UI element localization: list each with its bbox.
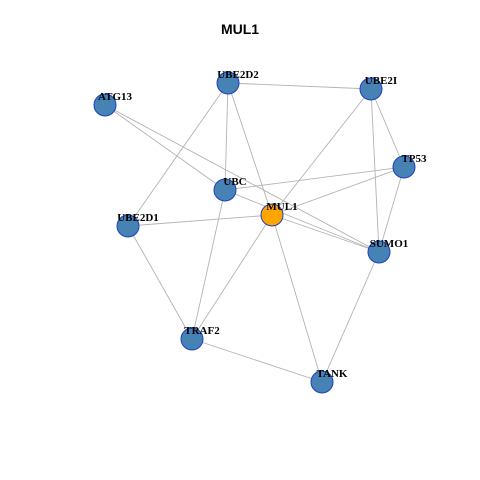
edge-tp53-mul1	[271, 166, 405, 216]
node-traf2	[180, 327, 204, 351]
edge-tp53-sumo1	[378, 166, 405, 253]
edge-ube2d2-ube2i	[227, 82, 372, 90]
edge-ube2d2-ube2d1	[127, 82, 229, 227]
node-label-traf2: TRAF2	[184, 325, 220, 337]
node-ube2d1	[116, 214, 140, 238]
node-ube2i	[359, 77, 383, 101]
edge-sumo1-tank	[321, 251, 380, 383]
node-ube2d2	[216, 71, 240, 95]
edge-ube2i-mul1	[271, 88, 372, 216]
edge-ubc-sumo1	[224, 189, 380, 253]
edge-mul1-traf2	[191, 214, 273, 340]
node-atg13	[93, 93, 117, 117]
node-label-tank: TANK	[317, 368, 348, 380]
node-label-tp53: TP53	[401, 153, 427, 165]
node-label-sumo1: SUMO1	[370, 238, 409, 250]
edge-atg13-sumo1	[104, 104, 380, 253]
node-tank	[310, 370, 334, 394]
node-ubc	[213, 178, 237, 202]
node-label-ube2d2: UBE2D2	[217, 69, 259, 81]
node-tp53	[392, 155, 416, 179]
node-label-atg13: ATG13	[98, 91, 133, 103]
edge-mul1-ube2d1	[127, 214, 273, 227]
edge-ube2i-tp53	[370, 88, 405, 168]
edge-ube2d2-ubc	[224, 82, 229, 191]
node-sumo1	[367, 240, 391, 264]
page-title: MUL1	[220, 21, 260, 37]
edge-ubc-traf2	[191, 189, 226, 340]
node-label-ube2i: UBE2I	[365, 75, 397, 87]
edge-traf2-tank	[191, 338, 323, 383]
edge-mul1-tank	[271, 214, 323, 383]
node-label-ube2d1: UBE2D1	[117, 212, 159, 224]
node-mul1	[260, 203, 284, 227]
edge-ube2d1-traf2	[127, 225, 193, 340]
node-label-ubc: UBC	[223, 176, 246, 188]
edge-ube2d2-mul1	[227, 82, 273, 216]
node-label-mul1: MUL1	[266, 201, 297, 213]
nodes-layer	[93, 71, 416, 394]
edges-layer	[104, 82, 405, 383]
edge-tp53-ubc	[224, 166, 405, 191]
edge-mul1-sumo1	[271, 214, 380, 253]
edge-atg13-ubc	[104, 104, 226, 191]
